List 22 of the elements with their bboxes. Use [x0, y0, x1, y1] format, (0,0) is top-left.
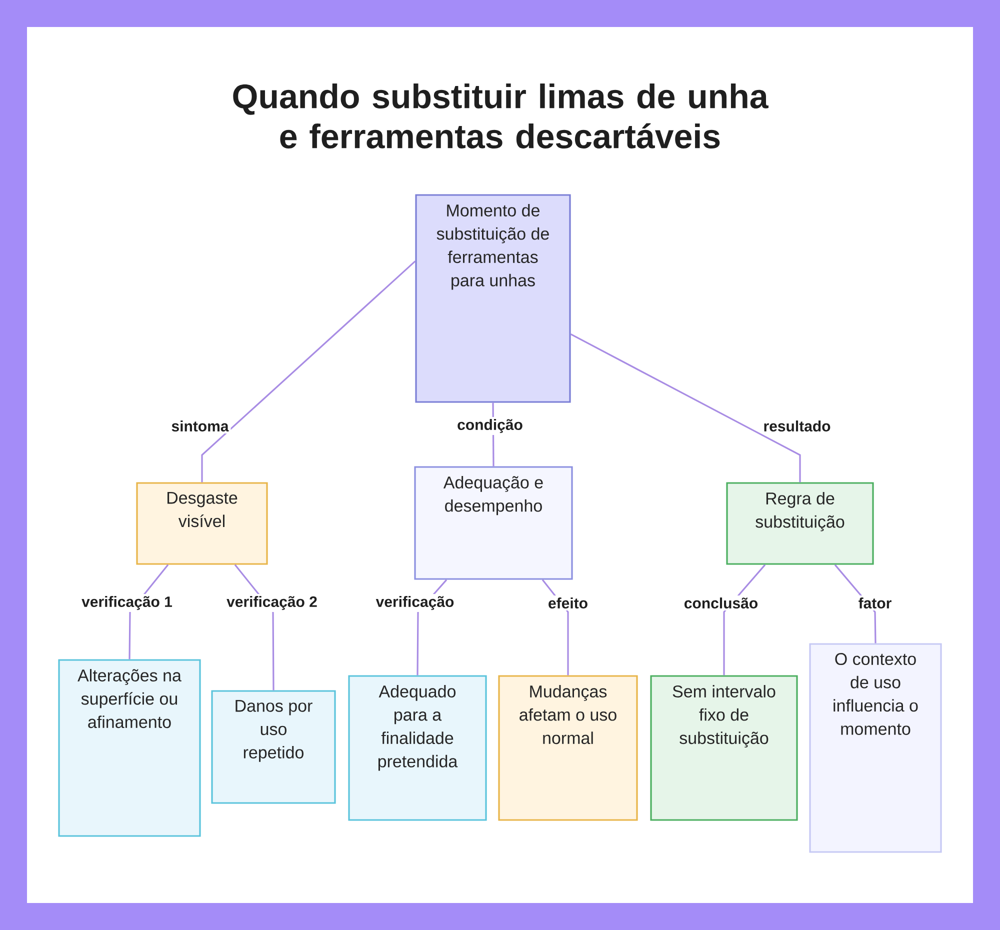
- process-box: Mudanças afetam o uso normal: [498, 675, 638, 821]
- edge-label: verificação: [374, 594, 456, 612]
- process-box: Adequado para a finalidade pretendida: [348, 675, 487, 821]
- process-box: Regra de substituição: [726, 482, 874, 565]
- process-box: O contexto de uso influencia o momento: [809, 643, 942, 853]
- edge-label: conclusão: [682, 596, 760, 611]
- edge-label: efeito: [546, 596, 590, 611]
- connector: [570, 334, 801, 482]
- edge-label: resultado: [761, 418, 833, 434]
- edge-label: condição: [455, 417, 525, 435]
- edge-label: sintoma: [169, 418, 231, 434]
- process-box: Alterações na superfície ou afinamento: [58, 659, 201, 837]
- title: Quando substituir limas de unha e ferramentas descartáveis: [233, 84, 768, 148]
- process-box: Sem intervalo fixo de substituição: [650, 675, 798, 821]
- process-box: Danos por uso repetido: [211, 690, 336, 804]
- edge-label: verificação 2: [224, 594, 320, 612]
- edge-label: fator: [856, 596, 894, 611]
- process-box: Desgaste visível: [136, 482, 268, 565]
- process-box: Adequação e desempenho: [414, 466, 573, 580]
- connector: [201, 260, 416, 482]
- edge-label: verificação 1: [80, 594, 174, 612]
- process-box: Momento de substituição de ferramentas para unhas: [415, 194, 571, 403]
